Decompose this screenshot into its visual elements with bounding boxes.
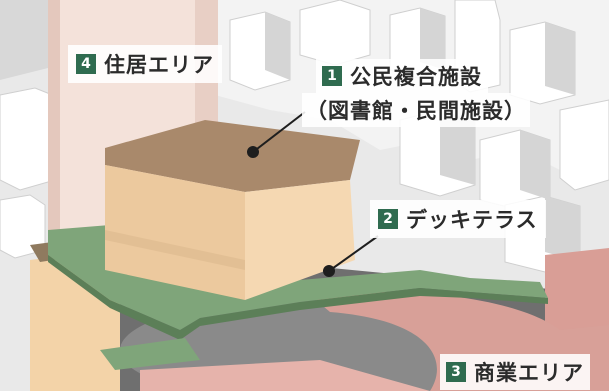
- label-number-badge: 4: [76, 54, 96, 74]
- deck-terrace: [48, 225, 548, 370]
- label-number-badge: 3: [446, 362, 466, 382]
- residential-area-label: 4 住居エリア: [68, 45, 222, 83]
- label-text: 住居エリア: [104, 53, 214, 77]
- deck-terrace-label: 2 デッキテラス: [370, 200, 546, 238]
- label-text: デッキテラス: [406, 208, 538, 232]
- label-number-badge: 2: [378, 209, 398, 229]
- public-facility-sublabel: （図書館・民間施設）: [302, 93, 530, 127]
- label-number-badge: 1: [322, 66, 342, 86]
- public-facility-label: 1 公民複合施設: [316, 59, 488, 93]
- commercial-area-label: 3 商業エリア: [440, 354, 590, 390]
- label-text: 公民複合施設: [350, 65, 482, 89]
- label-text: 商業エリア: [474, 361, 584, 385]
- leader-lines: [247, 111, 379, 277]
